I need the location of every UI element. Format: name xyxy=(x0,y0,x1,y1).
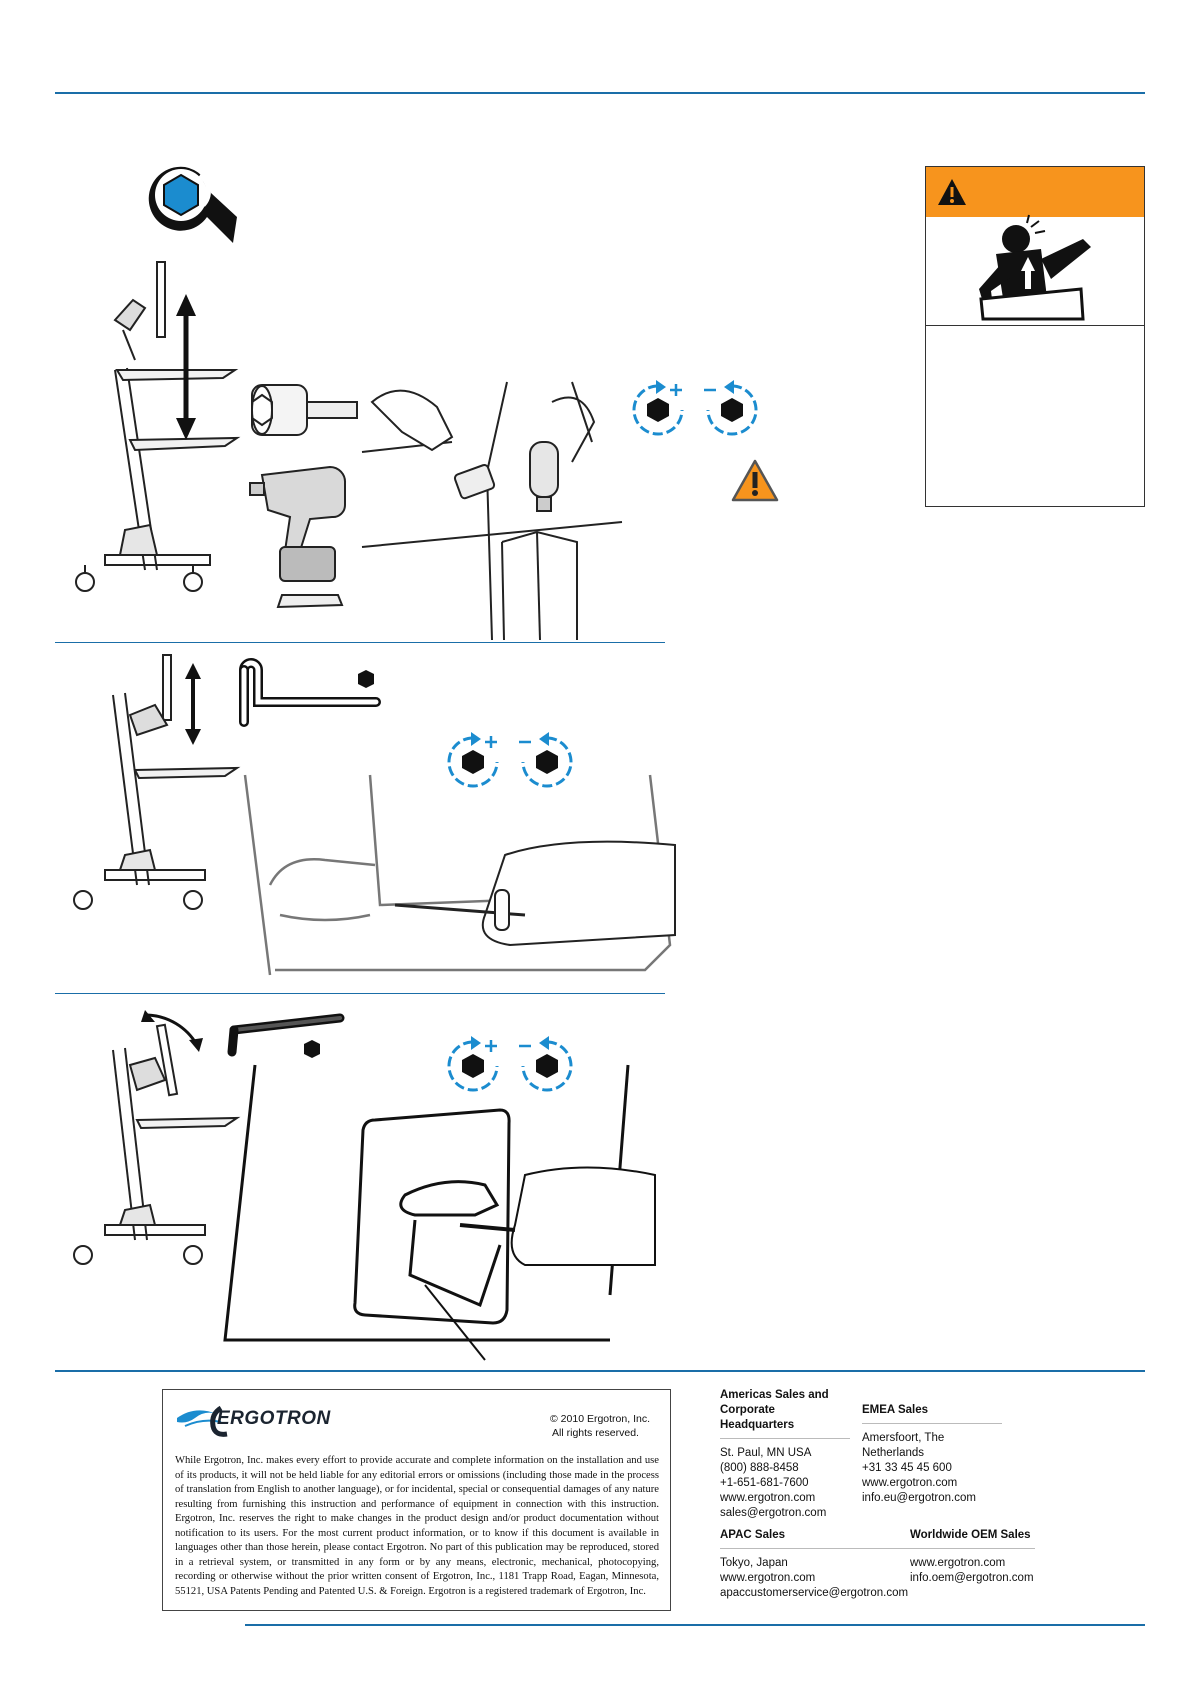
warning-triangle-icon xyxy=(938,179,966,205)
americas-line[interactable]: www.ergotron.com xyxy=(720,1492,816,1504)
cart-tilt-diagram xyxy=(73,1010,241,1265)
oem-separator xyxy=(910,1548,1035,1549)
oem-contact: Worldwide OEM Sales www.ergotron.com inf… xyxy=(910,1528,1035,1586)
loosen-decrease-icon xyxy=(519,732,573,788)
emea-line: +31 33 45 45 600 xyxy=(862,1462,952,1474)
apac-separator xyxy=(720,1548,910,1549)
height-adjust-arrow-icon xyxy=(176,294,196,440)
drill-install-scene xyxy=(361,381,623,641)
copyright-line-2: All rights reserved. xyxy=(552,1427,639,1439)
adjust-wrench-icon xyxy=(148,166,237,243)
emea-contact: EMEA Sales Amersfoort, The Netherlands +… xyxy=(862,1403,1002,1506)
emea-line[interactable]: www.ergotron.com xyxy=(862,1477,958,1489)
apac-line[interactable]: apaccustomerservice@ergotron.com xyxy=(720,1587,909,1599)
emea-line[interactable]: info.eu@ergotron.com xyxy=(862,1492,976,1504)
loosen-decrease-icon xyxy=(704,380,758,436)
americas-line: St. Paul, MN USA xyxy=(720,1447,812,1459)
section-divider-2 xyxy=(55,993,665,994)
tighten-loosen-icons-1 xyxy=(632,380,758,436)
americas-separator xyxy=(720,1438,850,1439)
oem-line[interactable]: info.oem@ergotron.com xyxy=(910,1572,1034,1584)
apac-line: Tokyo, Japan xyxy=(720,1557,788,1569)
section-divider-1 xyxy=(55,642,665,643)
americas-heading-1: Americas Sales and xyxy=(720,1389,829,1401)
tilt-arrow-icon xyxy=(141,1010,203,1052)
legal-notice-box: ERGOTRON © 2010 Ergotron, Inc. All right… xyxy=(162,1389,671,1611)
allen-adjust-scene xyxy=(243,774,676,976)
cart-height-diagram-2 xyxy=(73,654,241,910)
warning-divider xyxy=(926,325,1144,326)
americas-heading-2: Corporate Headquarters xyxy=(720,1404,795,1431)
tilt-adjust-scene xyxy=(223,1064,656,1361)
americas-contact: Americas Sales and Corporate Headquarter… xyxy=(720,1388,850,1521)
warning-panel xyxy=(925,166,1145,507)
ergotron-logo-text: ERGOTRON xyxy=(217,1408,331,1429)
power-drill-icon xyxy=(249,465,347,609)
oem-heading: Worldwide OEM Sales xyxy=(910,1529,1031,1541)
footer-rule xyxy=(55,1370,1145,1372)
loosen-decrease-icon xyxy=(519,1036,573,1092)
spring-tension-hazard-icon xyxy=(979,214,1091,321)
emea-separator xyxy=(862,1423,1002,1424)
height-adjust-arrow-icon xyxy=(185,663,201,745)
emea-line: Amersfoort, The Netherlands xyxy=(862,1432,945,1459)
emea-heading: EMEA Sales xyxy=(862,1404,929,1416)
copyright-line-1: © 2010 Ergotron, Inc. xyxy=(550,1413,650,1425)
top-rule xyxy=(55,92,1145,94)
allen-key-icon xyxy=(239,658,381,727)
apac-contact: APAC Sales Tokyo, Japan www.ergotron.com… xyxy=(720,1528,910,1601)
tighten-increase-icon xyxy=(447,1036,499,1092)
apac-heading: APAC Sales xyxy=(720,1529,785,1541)
cart-height-diagram xyxy=(75,261,241,592)
tighten-loosen-icons-3 xyxy=(447,1036,573,1092)
allen-key-icon xyxy=(227,1013,345,1058)
americas-line: +1-651-681-7600 xyxy=(720,1477,809,1489)
copyright-notice: © 2010 Ergotron, Inc. All rights reserve… xyxy=(550,1412,650,1440)
ergotron-logo xyxy=(177,1405,228,1437)
oem-line[interactable]: www.ergotron.com xyxy=(910,1557,1006,1569)
warning-header xyxy=(926,167,1144,217)
apac-line[interactable]: www.ergotron.com xyxy=(720,1572,816,1584)
bottom-rule xyxy=(245,1624,1145,1626)
americas-line: (800) 888-8458 xyxy=(720,1462,799,1474)
tighten-loosen-icons-2 xyxy=(447,732,573,788)
tighten-increase-icon xyxy=(632,380,684,436)
tighten-increase-icon xyxy=(447,732,499,788)
warning-triangle-icon xyxy=(731,459,779,502)
disclaimer-text: While Ergotron, Inc. makes every effort … xyxy=(175,1455,659,1597)
hex-socket-icon xyxy=(251,384,358,436)
americas-line[interactable]: sales@ergotron.com xyxy=(720,1507,827,1519)
